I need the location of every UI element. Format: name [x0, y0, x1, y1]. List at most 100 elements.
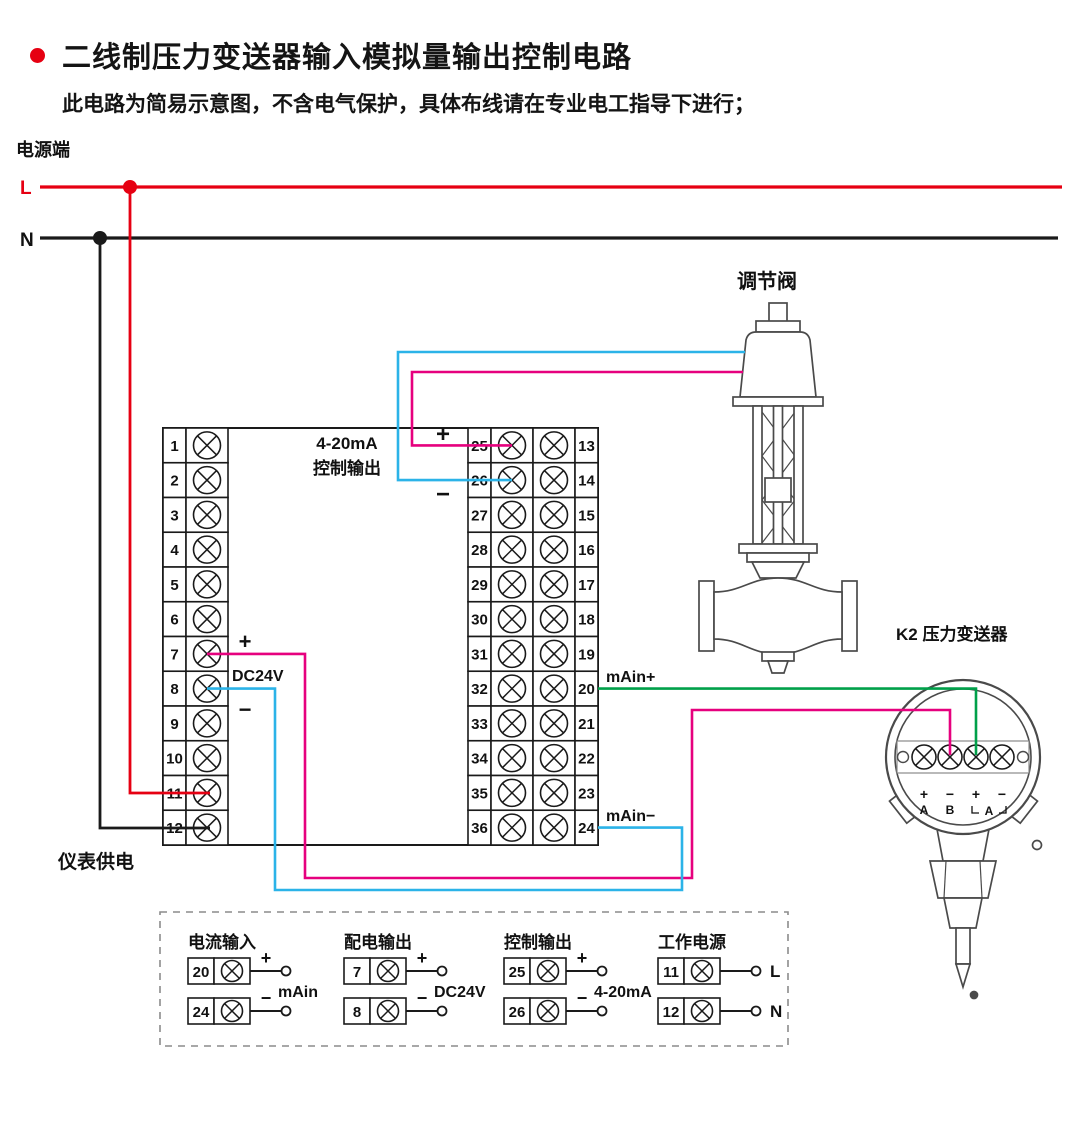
- legend-row-sign: +: [261, 948, 272, 968]
- terminal-number: 31: [471, 646, 488, 663]
- valve-yoke-base-upper: [738, 543, 818, 554]
- legend-row-sign: N: [770, 1002, 782, 1021]
- legend-row-sign: −: [417, 988, 428, 1008]
- wires: [98, 187, 978, 892]
- legend-group-title: 电流输入: [188, 932, 256, 952]
- instrument-supply-label: 仪表供电: [57, 850, 134, 873]
- transmitter-sign: +: [972, 786, 980, 802]
- terminal-number: 32: [471, 681, 488, 698]
- terminal-number: 2: [170, 473, 178, 490]
- output-label-line2: 控制输出: [313, 458, 381, 478]
- transmitter-sign: −: [946, 786, 954, 802]
- transmitter-hex-nut: [928, 860, 998, 899]
- legend-wire-terminal: [750, 965, 762, 977]
- terminal-screw-icon: [220, 959, 244, 983]
- valve-yoke-column-left: [752, 405, 763, 545]
- terminal-screw-icon: [539, 500, 569, 530]
- legend-wire-terminal: [596, 1005, 608, 1017]
- terminal-number: 24: [578, 820, 595, 837]
- valve-stem-top: [768, 302, 788, 323]
- terminal-number: 16: [578, 542, 595, 559]
- valve-yoke-base-lower: [746, 552, 810, 563]
- page-subtitle: 此电路为简易示意图，不含电气保护，具体布线请在专业电工指导下进行；: [62, 93, 755, 116]
- terminal-screw-icon: [497, 570, 527, 599]
- terminal-number: 8: [170, 681, 178, 698]
- legend-group-title: 配电输出: [344, 932, 412, 952]
- terminal-screw-icon: [497, 743, 527, 773]
- terminal-screw-icon: [497, 709, 527, 738]
- legend-wire-terminal: [436, 965, 448, 977]
- terminal-screw-icon: [539, 743, 569, 773]
- pressure-transmitter-drawing: + − + − A B A: [884, 678, 1043, 1000]
- terminal-number: 36: [471, 820, 488, 837]
- terminal-number: 17: [578, 577, 595, 594]
- terminal-number: 10: [166, 751, 183, 768]
- valve-body: [713, 577, 843, 655]
- valve-actuator: [739, 331, 817, 398]
- terminal-screw-icon: [536, 959, 560, 983]
- terminal-screw-icon: [192, 604, 222, 634]
- legend-wire-terminal: [596, 965, 608, 977]
- legend-terminal-number-cell: [657, 957, 685, 985]
- valve-plus-wire: [410, 370, 743, 447]
- terminal-screw-icon: [539, 674, 569, 703]
- terminal-screw-icon: [376, 999, 400, 1023]
- terminal-number: 6: [170, 612, 178, 629]
- output-plus-sign: +: [436, 421, 450, 448]
- terminal-screw-icon: [497, 813, 527, 842]
- terminal-screw-icon: [192, 535, 222, 564]
- transmitter-sign: −: [998, 786, 1006, 802]
- transmitter-sign: +: [920, 786, 928, 802]
- legend-group-title: 工作电源: [658, 932, 726, 952]
- terminal-number: 14: [578, 473, 595, 490]
- transmitter-probe-dot: [969, 990, 979, 1000]
- transmitter-letter: A: [985, 804, 994, 818]
- terminal-number: 34: [471, 751, 488, 768]
- valve-stem-rod: [772, 405, 784, 545]
- terminal-screw-icon: [497, 535, 527, 564]
- live-feed-wire: [128, 187, 210, 795]
- terminal-screw-icon: [539, 431, 569, 460]
- terminal-number: 7: [170, 646, 178, 663]
- valve-stem-coupling: [764, 477, 792, 503]
- terminal-screw-icon: [536, 999, 560, 1023]
- terminal-screw-icon: [690, 959, 714, 983]
- terminal-screw-icon: [690, 999, 714, 1023]
- live-label: L: [20, 178, 32, 199]
- valve-flange-right: [841, 580, 858, 652]
- terminal-screw-icon: [497, 500, 527, 530]
- dc24v-label: DC24V: [232, 668, 284, 685]
- output-label-line1: 4-20mA: [316, 434, 377, 453]
- legend-terminal-number-cell: [187, 997, 215, 1025]
- dc-minus-loop-wire: [207, 687, 684, 892]
- dc-plus-sign: +: [239, 629, 252, 654]
- terminal-screw-icon: [220, 999, 244, 1023]
- terminal-number: 23: [578, 785, 595, 802]
- legend-row-sign: −: [577, 988, 588, 1008]
- terminal-screw-icon: [539, 709, 569, 738]
- legend-box: [159, 911, 789, 1047]
- terminal-screw-icon: [192, 709, 222, 738]
- terminal-screw-icon: [192, 431, 222, 460]
- legend-terminal-number: 26: [509, 1004, 526, 1021]
- terminal-number: 30: [471, 612, 488, 629]
- terminal-number: 5: [170, 577, 178, 594]
- terminal-screw-icon: [539, 570, 569, 599]
- terminal-number: 20: [578, 681, 595, 698]
- valve-minus-wire: [396, 350, 745, 482]
- legend-row-sign: +: [577, 948, 588, 968]
- valve-flange-left: [698, 580, 715, 652]
- legend-terminal-number: 25: [509, 964, 526, 981]
- terminal-screw-icon: [539, 639, 569, 669]
- terminal-screw-icon: [192, 465, 222, 495]
- legend-group-title: 控制输出: [504, 932, 572, 952]
- transmitter-terminal-labels: + − + − A B A: [920, 786, 1006, 818]
- terminal-screw-icon: [497, 778, 527, 808]
- neutral-feed-wire: [98, 238, 210, 830]
- transmitter-terminal-screw-icon: [989, 744, 1015, 770]
- transmitter-probe-stem: [955, 927, 971, 965]
- terminal-screw-icon: [539, 604, 569, 634]
- terminal-screw-icon: [192, 570, 222, 599]
- legend-terminal-number-cell: [187, 957, 215, 985]
